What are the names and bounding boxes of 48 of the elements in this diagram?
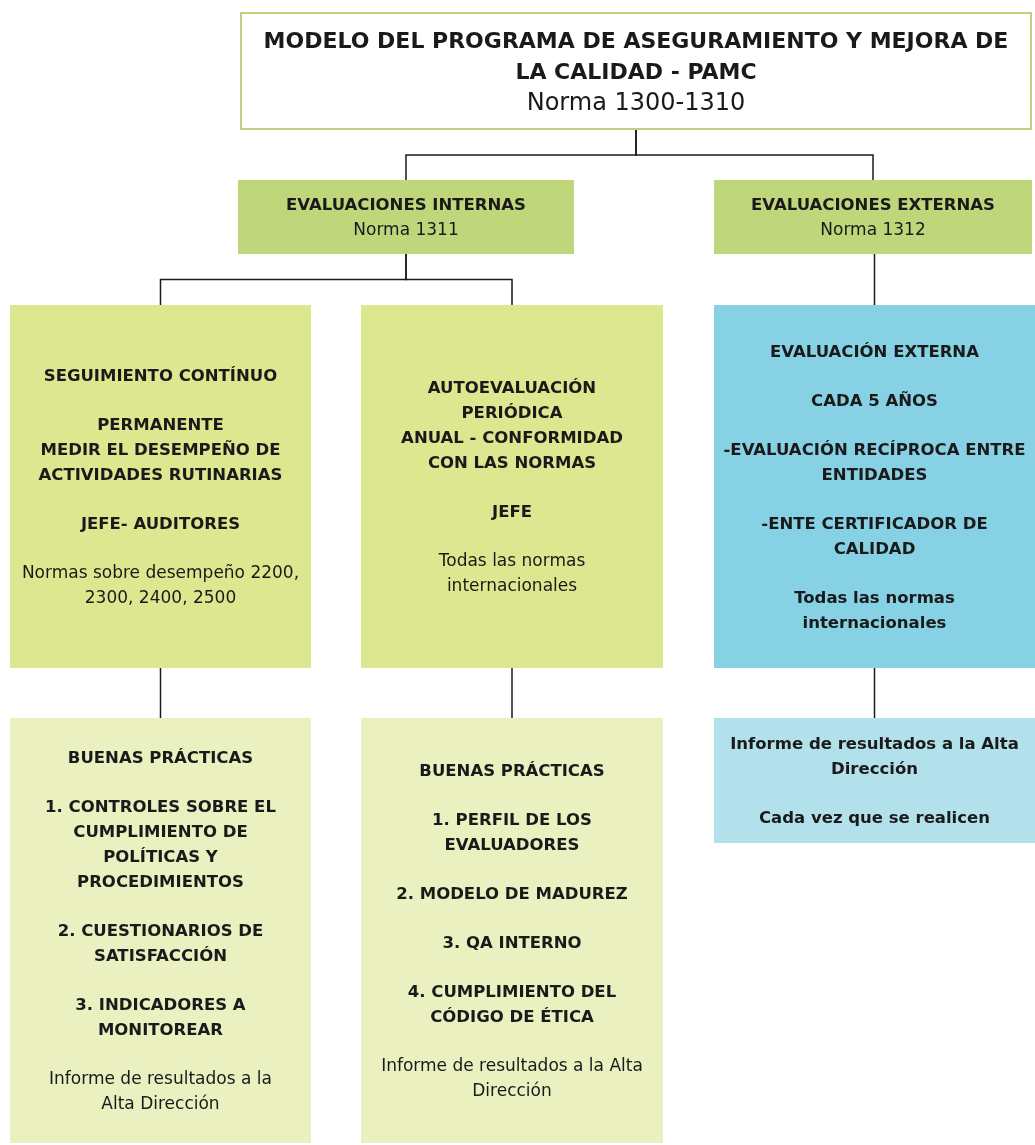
heading-text: BUENAS PRÁCTICAS	[419, 760, 605, 782]
bold-text: 1. CONTROLES SOBRE EL CUMPLIMIENTO DE POLÍTICAS Y PROCEDIMIENTOS	[44, 796, 277, 893]
connector-line	[873, 667, 876, 719]
bold-text: 4. CUMPLIMIENTO DEL CÓDIGO DE ÉTICA	[406, 981, 618, 1028]
practice-box	[10, 718, 311, 1143]
heading-text: BUENAS PRÁCTICAS	[67, 747, 254, 769]
connector-line	[635, 129, 874, 181]
category-box	[714, 180, 1032, 254]
category-box	[238, 180, 574, 254]
heading-text: EVALUACIONES INTERNAS	[286, 194, 526, 216]
heading-text: MODELO DEL PROGRAMA DE ASEGURAMIENTO Y MEJORA DE LA CALIDAD - PAMC	[262, 26, 1010, 86]
bold-text: MEDIR EL DESEMPEÑO DE ACTIVIDADES RUTINARIAS	[37, 439, 284, 486]
bold-text: -ENTE CERTIFICADOR DE CALIDAD	[760, 512, 989, 560]
process-box	[361, 305, 663, 668]
body-text: Norma 1311	[353, 218, 459, 241]
bold-text: 2. MODELO DE MADUREZ	[396, 883, 628, 905]
bold-text: 2. CUESTIONARIOS DE SATISFACCIÓN	[56, 920, 265, 967]
report-box	[714, 718, 1035, 843]
heading-text: SEGUIMIENTO CONTÍNUO	[43, 365, 278, 387]
bold-text: 1. PERFIL DE LOS EVALUADORES	[431, 809, 593, 856]
bold-text: -EVALUACIÓN RECÍPROCA ENTRE ENTIDADES	[722, 438, 1027, 486]
heading-text: Informe de resultados a la Alta Dirección	[729, 733, 1020, 780]
practice-box	[361, 718, 663, 1143]
title-box	[240, 12, 1032, 130]
body-text: Informe de resultados a la Alta Dirección	[380, 1054, 644, 1102]
body-text: Norma 1300-1310	[526, 86, 746, 118]
connector-line	[405, 253, 513, 306]
connector-line	[511, 667, 513, 719]
connector-line	[159, 667, 162, 719]
bold-text: JEFE	[492, 501, 532, 523]
process-box	[10, 305, 311, 668]
heading-text: EVALUACIONES EXTERNAS	[751, 194, 995, 216]
heading-text: EVALUACIÓN EXTERNA	[770, 340, 979, 363]
bold-text: 3. QA INTERNO	[442, 932, 582, 954]
heading-text: AUTOEVALUACIÓN PERIÓDICA	[426, 377, 598, 424]
bold-text: Cada vez que se realicen	[759, 807, 990, 829]
body-text: Informe de resultados a la Alta Dirección	[48, 1067, 273, 1115]
bold-text: 3. INDICADORES A MONITOREAR	[74, 994, 247, 1041]
bold-text: PERMANENTE	[97, 414, 224, 436]
body-text: Todas las normas internacionales	[437, 549, 587, 597]
bold-text: JEFE- AUDITORES	[80, 513, 241, 535]
body-text: Norma 1312	[820, 218, 926, 241]
bold-text: ANUAL - CONFORMIDAD CON LAS NORMAS	[400, 427, 624, 474]
connector-line	[873, 253, 876, 306]
body-text: Normas sobre desempeño 2200, 2300, 2400, 2500	[20, 561, 301, 609]
bold-text: Todas las normas internacionales	[793, 586, 956, 634]
process-box	[714, 305, 1035, 668]
bold-text: CADA 5 AÑOS	[811, 389, 938, 412]
